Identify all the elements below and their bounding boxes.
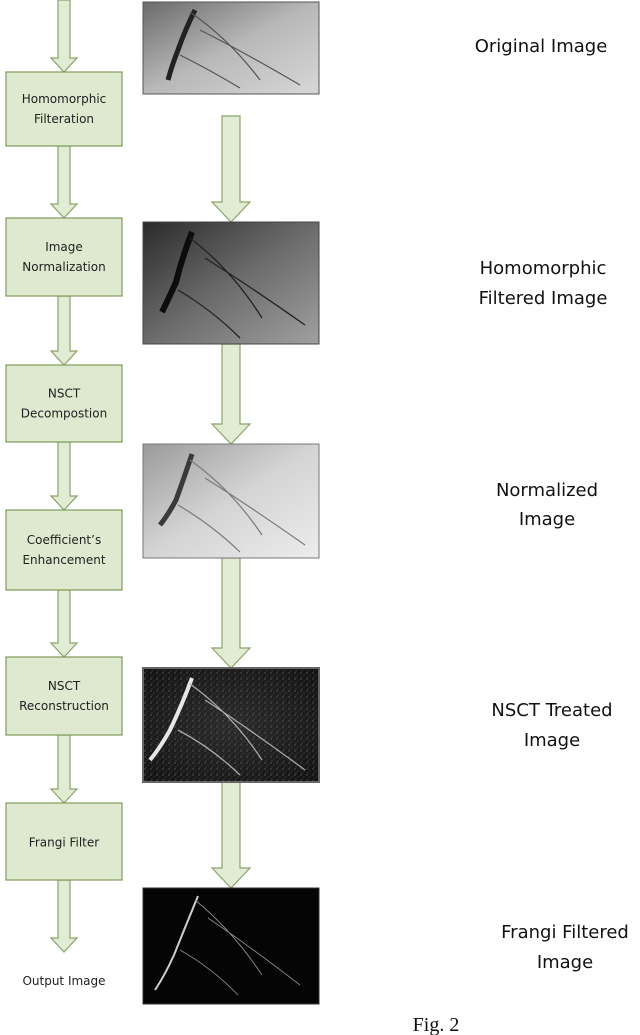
process-step-label: Image bbox=[45, 240, 83, 254]
process-step-label: Normalization bbox=[22, 260, 105, 274]
image-label-line: NSCT Treated bbox=[491, 700, 612, 721]
process-step-label: Decompostion bbox=[21, 407, 107, 421]
process-step-label: Reconstruction bbox=[19, 699, 109, 713]
process-step-label: Filteration bbox=[34, 112, 94, 126]
process-step-label: Coefficient’s bbox=[27, 533, 101, 547]
image-label-normalized: Normalized Image bbox=[496, 480, 598, 530]
process-arrow bbox=[51, 296, 77, 365]
process-arrow bbox=[51, 442, 77, 510]
process-step-label: Enhancement bbox=[22, 553, 105, 567]
image-nsct-treated bbox=[143, 668, 319, 782]
image-label-line: Filtered Image bbox=[479, 288, 608, 309]
image-label-line: Image bbox=[524, 730, 580, 751]
image-arrow bbox=[212, 558, 250, 668]
process-step-box: NSCT Reconstruction bbox=[6, 657, 122, 735]
image-arrow bbox=[212, 782, 250, 888]
image-label-line: Original Image bbox=[475, 36, 608, 57]
process-arrow bbox=[51, 880, 77, 952]
process-arrow bbox=[51, 590, 77, 657]
image-label-line: Normalized bbox=[496, 480, 598, 501]
process-step-label: Homomorphic bbox=[22, 92, 107, 106]
image-frangi-filtered bbox=[143, 888, 319, 1004]
image-label-nsct: NSCT Treated Image bbox=[491, 700, 612, 751]
image-homomorphic-filtered bbox=[143, 222, 319, 344]
process-step-rect bbox=[6, 72, 122, 146]
process-step-rect bbox=[6, 657, 122, 735]
image-label-line: Frangi Filtered bbox=[501, 922, 629, 943]
process-arrow bbox=[51, 735, 77, 803]
output-image-label: Output Image bbox=[22, 974, 105, 988]
process-step-box: NSCT Decompostion bbox=[6, 365, 122, 442]
process-step-rect bbox=[6, 218, 122, 296]
image-label-line: Image bbox=[537, 952, 593, 973]
image-original bbox=[143, 2, 319, 94]
image-label-homomorphic: Homomorphic Filtered Image bbox=[479, 258, 608, 309]
process-step-label: NSCT bbox=[48, 679, 81, 693]
process-step-label: Frangi Filter bbox=[29, 836, 99, 850]
image-normalized bbox=[143, 444, 319, 558]
image-label-frangi: Frangi Filtered Image bbox=[501, 922, 629, 973]
image-arrow bbox=[212, 344, 250, 444]
process-step-rect bbox=[6, 510, 122, 590]
image-label-original: Original Image bbox=[475, 36, 608, 57]
process-arrow bbox=[51, 0, 77, 72]
process-arrow bbox=[51, 146, 77, 218]
process-flow: HomomorphicFilterationImageNormalization… bbox=[6, 0, 122, 952]
image-label-line: Image bbox=[519, 509, 575, 530]
figure-caption: Fig. 2 bbox=[413, 1014, 460, 1035]
image-arrow bbox=[212, 116, 250, 222]
process-step-label: NSCT bbox=[48, 387, 81, 401]
image-label-line: Homomorphic bbox=[480, 258, 607, 279]
process-step-rect bbox=[6, 365, 122, 442]
process-step-box: Frangi Filter bbox=[6, 803, 122, 880]
